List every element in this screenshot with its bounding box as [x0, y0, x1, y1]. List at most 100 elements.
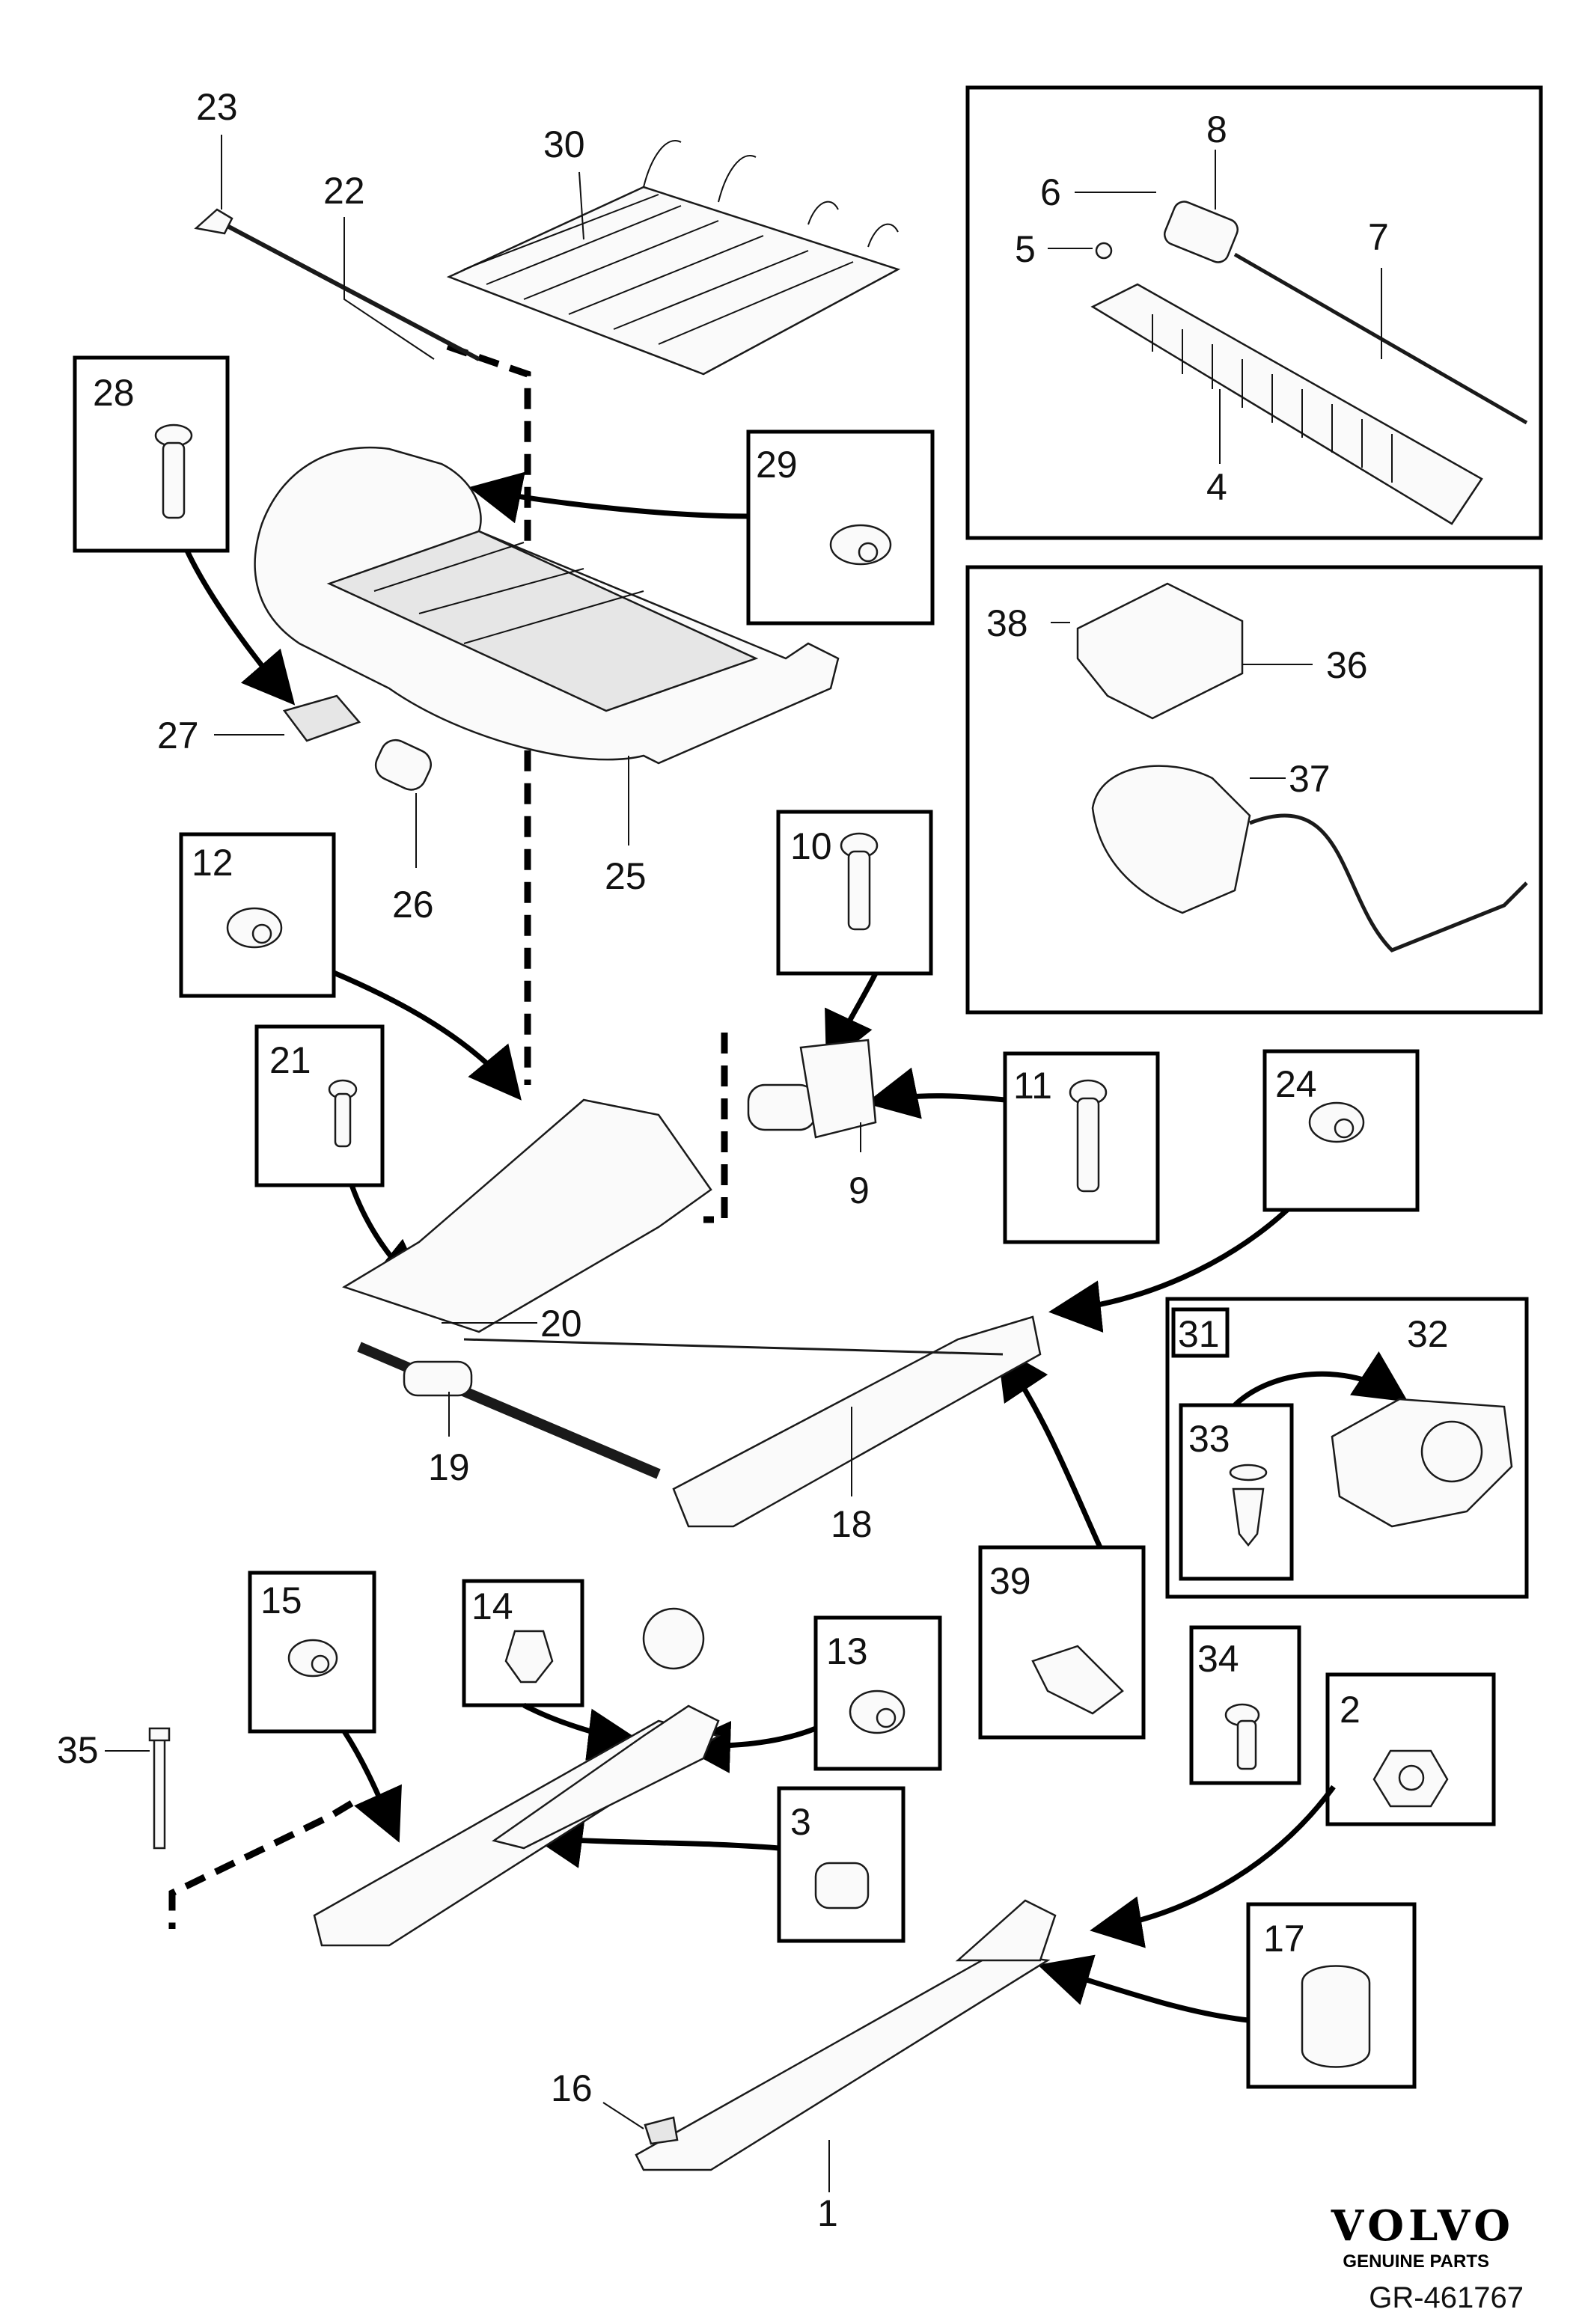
- screw-detail-34: [1224, 1703, 1260, 1770]
- nut-detail-2: [1372, 1749, 1449, 1808]
- spacer-detail-3: [814, 1862, 870, 1909]
- callout-leaders: [105, 135, 1382, 2192]
- detail-box-17: [1246, 1902, 1417, 2089]
- callout-39: 39: [989, 1560, 1031, 1602]
- callout-23: 23: [196, 86, 238, 128]
- callout-15: 15: [260, 1580, 302, 1621]
- callout-16: 16: [551, 2067, 593, 2109]
- arrow-15: [342, 1730, 402, 1843]
- assembly-dash-line-rail: [168, 1800, 354, 1929]
- detail-box-29: [746, 429, 935, 626]
- arrow-33: [1233, 1351, 1408, 1407]
- callout-34: 34: [1197, 1638, 1239, 1680]
- small-motor-part-26: [374, 739, 432, 791]
- callout-29: 29: [756, 444, 798, 486]
- bolt-part-35: [148, 1727, 171, 1850]
- bolt-detail-10: [840, 832, 879, 931]
- callout-19: 19: [428, 1446, 470, 1488]
- callout-21: 21: [269, 1039, 311, 1081]
- bracket-pump-parts-36-37: [1076, 582, 1528, 952]
- arrow-3: [530, 1816, 780, 1868]
- callout-5: 5: [1015, 228, 1036, 270]
- callout-12: 12: [192, 842, 233, 884]
- screw-detail-24: [1308, 1101, 1365, 1143]
- connector-part-27: [282, 694, 361, 742]
- recliner-mechanism-part-32: [1331, 1398, 1513, 1528]
- detail-box-24: [1262, 1049, 1420, 1212]
- bushing-detail-17: [1301, 1965, 1371, 2068]
- callout-18: 18: [831, 1503, 873, 1545]
- detail-box-14: [462, 1579, 584, 1707]
- detail-box-11: [1003, 1051, 1160, 1244]
- callout-33: 33: [1188, 1418, 1230, 1460]
- detail-box-3: [777, 1786, 906, 1943]
- nut-detail-14: [504, 1630, 554, 1684]
- arrow-28: [184, 549, 296, 706]
- detail-box-21: [254, 1024, 385, 1187]
- bolt-detail-28: [154, 423, 193, 519]
- callout-13: 13: [826, 1630, 868, 1672]
- motor-part-9: [747, 1039, 877, 1139]
- lower-frame-parts-18-20: [342, 1098, 1042, 1528]
- arrow-12: [332, 970, 522, 1101]
- callout-8: 8: [1206, 108, 1227, 150]
- callout-20: 20: [540, 1303, 582, 1345]
- callout-4: 4: [1206, 466, 1227, 508]
- callout-17: 17: [1263, 1918, 1305, 1960]
- bolt-detail-21: [328, 1079, 358, 1148]
- rod-part-22: [194, 208, 480, 361]
- screw-detail-29: [829, 524, 892, 566]
- callout-6: 6: [1040, 171, 1061, 213]
- callout-box-31: [1171, 1307, 1230, 1358]
- callout-38: 38: [986, 602, 1028, 644]
- detail-box-13: [813, 1615, 942, 1771]
- detail-box-28: [73, 355, 230, 553]
- callout-31: 31: [1178, 1313, 1220, 1355]
- arrow-2: [1090, 1785, 1336, 1948]
- detail-box-10: [776, 810, 933, 976]
- callout-1: 1: [817, 2192, 838, 2234]
- callout-36: 36: [1326, 644, 1368, 686]
- assembly-dash-line-seat: [446, 343, 531, 1085]
- callout-10: 10: [790, 825, 832, 867]
- callout-28: 28: [93, 372, 135, 414]
- arrow-17: [1037, 1954, 1249, 2023]
- arrow-29: [468, 471, 749, 524]
- callout-24: 24: [1275, 1063, 1317, 1105]
- callout-22: 22: [323, 170, 365, 212]
- arrow-39: [997, 1345, 1103, 1549]
- screw-detail-15: [287, 1639, 338, 1678]
- sensor-detail-39: [1031, 1645, 1124, 1715]
- screw-detail-13: [849, 1690, 906, 1734]
- spring-mat-part-30: [446, 140, 901, 376]
- screw-detail-12: [226, 907, 283, 949]
- arrow-24: [1048, 1208, 1289, 1333]
- callout-3: 3: [790, 1801, 811, 1843]
- bolt-detail-11: [1069, 1079, 1108, 1193]
- callout-11: 11: [1013, 1065, 1052, 1107]
- detail-box-34: [1189, 1625, 1301, 1785]
- callout-27: 27: [157, 715, 199, 756]
- callout-32: 32: [1407, 1313, 1449, 1355]
- callout-9: 9: [849, 1169, 870, 1211]
- callout-7: 7: [1368, 216, 1389, 258]
- diagram-reference-number: GR-461767: [1369, 2281, 1524, 2314]
- clip-part-16: [644, 2116, 679, 2145]
- detail-box-39: [978, 1545, 1146, 1740]
- seat-cushion-frame-part-25: [254, 446, 840, 765]
- callout-25: 25: [605, 855, 647, 897]
- callout-14: 14: [471, 1585, 513, 1627]
- seat-rail-left: [313, 1607, 721, 1947]
- assembly-dash-line-motor: [703, 1033, 728, 1223]
- detail-box-2: [1325, 1672, 1496, 1826]
- inset-box-motor-drive: [965, 85, 1543, 540]
- arrow-14: [522, 1702, 641, 1761]
- seat-rail-right-part-1: [635, 1899, 1057, 2171]
- detail-box-15: [248, 1571, 376, 1734]
- callout-35: 35: [57, 1729, 99, 1771]
- detail-box-12: [179, 832, 336, 998]
- inset-box-bracket-pump: [965, 565, 1543, 1015]
- callout-26: 26: [392, 884, 434, 926]
- callout-37: 37: [1289, 758, 1331, 800]
